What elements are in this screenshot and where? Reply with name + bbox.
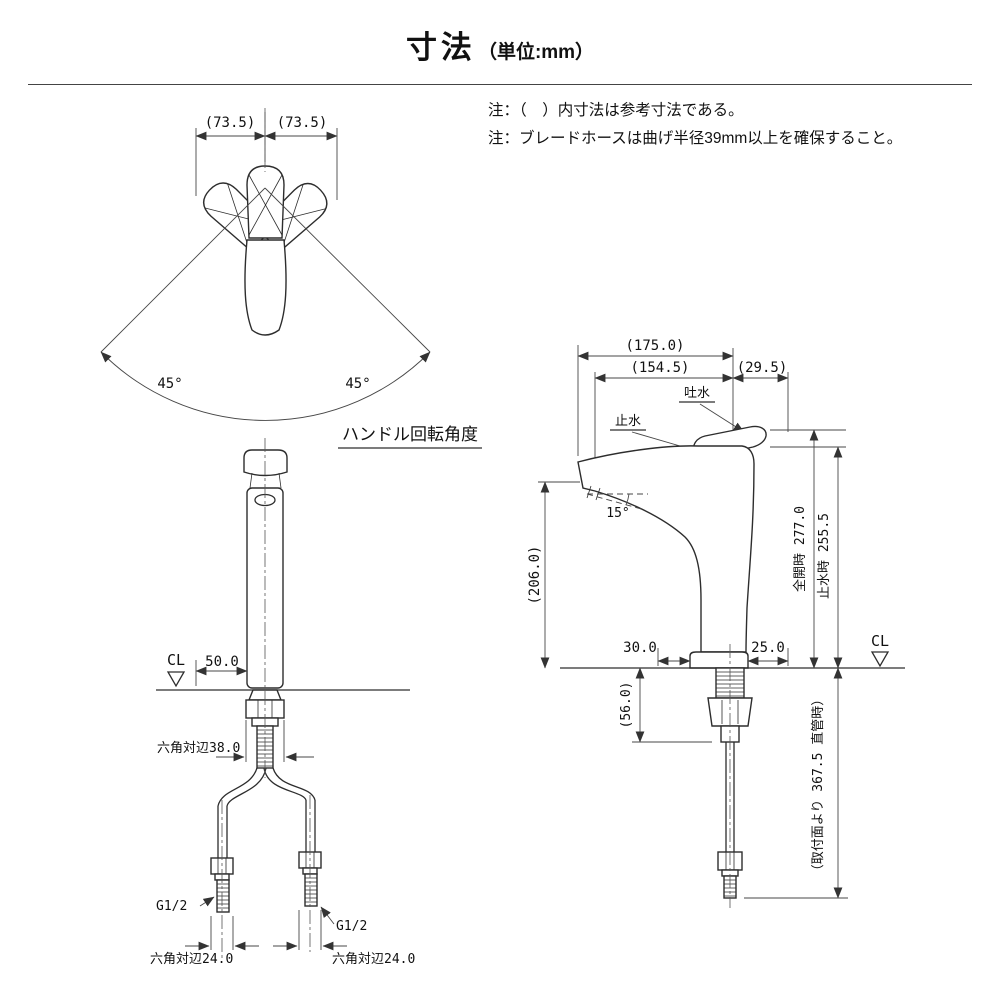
dim-206-label: (206.0) [527,545,543,604]
dim-hex24-right-label: 六角対辺24.0 [332,952,415,967]
drawing-notes: 注：（ ）内寸法は参考寸法である。 注：ブレードホースは曲げ半径39mm以上を確… [488,97,902,153]
dim-25-label: 25.0 [751,640,785,656]
front-view: CL 50.0 六 [150,438,415,967]
spout-angle-lines [586,493,648,511]
handle-cap-front [243,449,288,477]
title-text: 寸法 [405,30,476,65]
angle-45-right: 45° [345,376,370,392]
faucet-body-side [577,445,755,653]
handle-rotation-caption: ハンドル回転角度 [342,425,478,445]
faucet-base-side [689,651,749,669]
dim-50-lines [195,660,248,686]
hose-length-lines [744,667,848,899]
dim-30-label: 30.0 [623,640,657,656]
centerline-triangle-left [166,671,186,688]
hose-left-front [210,767,267,913]
title-unit: （単位:mm） [477,42,595,63]
dim-206-lines [538,481,580,669]
dim-hex38-lines [216,720,314,762]
thread-label-left: G1/2 [156,899,187,914]
thread-leader-left [199,896,215,907]
dim-hex24-right-lines [273,910,347,951]
thread-label-right: G1/2 [336,919,367,934]
dim-hex38-label: 六角対辺38.0 [157,741,240,756]
centerline-triangle-right [870,651,890,668]
rotation-dimension-lines [195,112,338,200]
dim-56-label: (56.0) [619,682,634,729]
note-line-2: 注：ブレードホースは曲げ半径39mm以上を確保すること。 [488,130,903,147]
centerline-label-right: CL [871,632,889,650]
height-dimension-lines [770,429,846,669]
stop-label: 止水 [615,414,641,429]
discharge-leader [699,403,745,433]
thread-leader-right [320,906,335,925]
base-offset-lines [657,648,789,666]
dim-hex24-left-label: 六角対辺24.0 [150,952,233,967]
title-divider [28,84,972,85]
dim-29-label: (29.5) [737,360,788,376]
shank-assembly-side [707,667,753,743]
dim-hex24-left-lines [185,916,259,951]
side-view: (175.0) (154.5) (29.5) 吐水 止水 15° [527,338,905,908]
hose-right-front [263,767,322,907]
dim-50-label: 50.0 [205,654,239,670]
handle-rotation-view: (73.5) (73.5) 45 [100,108,482,449]
hose-length-label: （取付面より 367.5 直管時） [811,693,826,878]
note-line-1: 注：（ ）内寸法は参考寸法である。 [488,102,744,119]
dim-175-label: (175.0) [625,338,684,354]
discharge-label: 吐水 [684,386,710,401]
centerline-label-left: CL [167,651,185,669]
dim-73-5-right: (73.5) [277,115,328,131]
dim-154-label: (154.5) [630,360,689,376]
page-title: 寸法（単位:mm） [0,22,1000,67]
dim-73-5-left: (73.5) [205,115,256,131]
handle-neck [249,472,282,489]
angle-15-label: 15° [606,506,629,521]
rotation-fan [100,187,431,421]
reach-dimension-lines [577,345,789,486]
faucet-body-top-view [244,239,287,336]
dim-56-lines [632,667,712,743]
angle-45-left: 45° [157,376,182,392]
dim-full-open-label: 全開時 277.0 [792,506,808,592]
dim-stop-label: 止水時 255.5 [817,513,832,599]
